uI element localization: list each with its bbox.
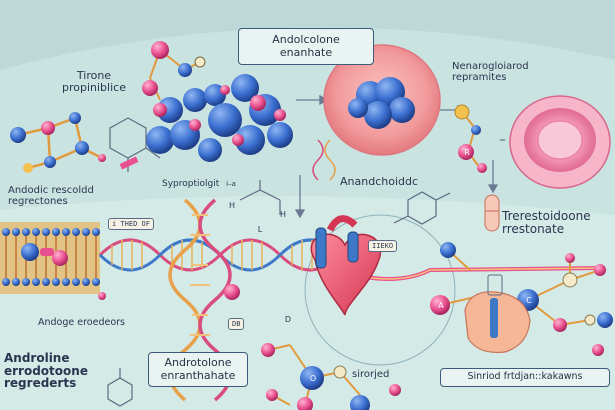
atom-pink [224,284,240,300]
atom-blue [44,156,56,168]
hexagon-ring [393,191,451,225]
membrane-lattice [0,222,100,294]
atom-letter-h: H [229,201,235,210]
atom-pink [151,41,169,59]
atom-pink [430,295,450,315]
title-box-bottom-text: Androtolone enranthahate [160,356,236,382]
label-syprop: Syproptiolgit i–a [162,179,236,189]
atom-blue [440,242,456,258]
atom-pink [565,253,575,263]
atom-letter-d: D [285,315,291,324]
atom-cream [333,365,347,379]
atom-pink [41,121,55,135]
label-nenar: Nenarogloiarod repramites [452,61,529,83]
atom-pink [261,343,275,357]
atom-pink-small [98,154,106,162]
atom-pink [389,384,401,396]
label-anand: Anandchoiddc [340,175,419,188]
atom-blue [69,112,81,124]
atom-yellow [23,163,33,173]
title-box-bottom: Androtolone enranthahate [148,352,248,388]
atom-pink [477,163,487,173]
cell-nucleus [323,44,441,156]
atom-pink [594,264,606,276]
cell-right [509,95,611,189]
dna-small [312,139,336,181]
label-sirorjed: sirorjed [352,369,390,380]
atom-blue [471,125,481,135]
tag-c: DB [228,318,245,330]
label-syprop-suffix: i–a [226,180,236,188]
heart-organ [310,215,382,316]
atom-cream [562,272,578,288]
organ-right [464,274,531,354]
atom-letter-r: R [464,148,470,157]
atom-pink-small [98,292,106,300]
label-trione: Tirone propiniblice [62,69,126,94]
atom-blue [350,395,370,410]
chem-structure-center [239,180,281,215]
atom-blue [300,366,324,390]
atom-blue [597,312,613,328]
title-box-top: Andolcolone enanhate [238,28,374,66]
atom-pink [458,144,474,160]
label-box-sinriod: Sinriod frtdjan::kakawns [440,368,610,387]
tag-b: IIEKO [368,240,398,252]
tag-a: i THED OF [108,218,154,230]
title-box-top-text: Andolcolone enanhate [272,33,340,59]
atom-pink [592,344,604,356]
atom-pink [553,318,567,332]
atom-blue [75,141,89,155]
label-sinriod-text: Sinriod frtdjan::kakawns [467,371,583,382]
atom-pink [297,397,313,410]
atom-letter-l: L [258,225,263,234]
hexagon-bottom-left [107,368,133,407]
label-trest: Trerestoidoone rrestonate [502,209,591,236]
atom-blue [178,63,192,77]
atom-pink [142,80,158,96]
protein-cluster [146,74,293,162]
background-circle [304,214,456,366]
capsule-vertical [484,194,500,232]
pill-capsule [119,156,139,170]
atom-pink [266,389,278,401]
label-syprop-text: Syproptiolgit [162,179,220,189]
label-andog: Andoge eroedeors [38,317,125,328]
atom-cream [194,56,206,68]
atom-letter-a: A [438,301,444,310]
atom-letter-h2: H [280,210,286,219]
label-andrel: Androline errodotoone regrederts [4,351,88,391]
atom-cream [584,314,596,326]
atom-letter-o: O [310,374,316,383]
atom-blue [10,127,26,143]
atom-letter-c: C [526,296,532,305]
label-andodic: Andodic rescoldd regrectones [8,185,94,207]
atom-yellow [454,104,470,120]
